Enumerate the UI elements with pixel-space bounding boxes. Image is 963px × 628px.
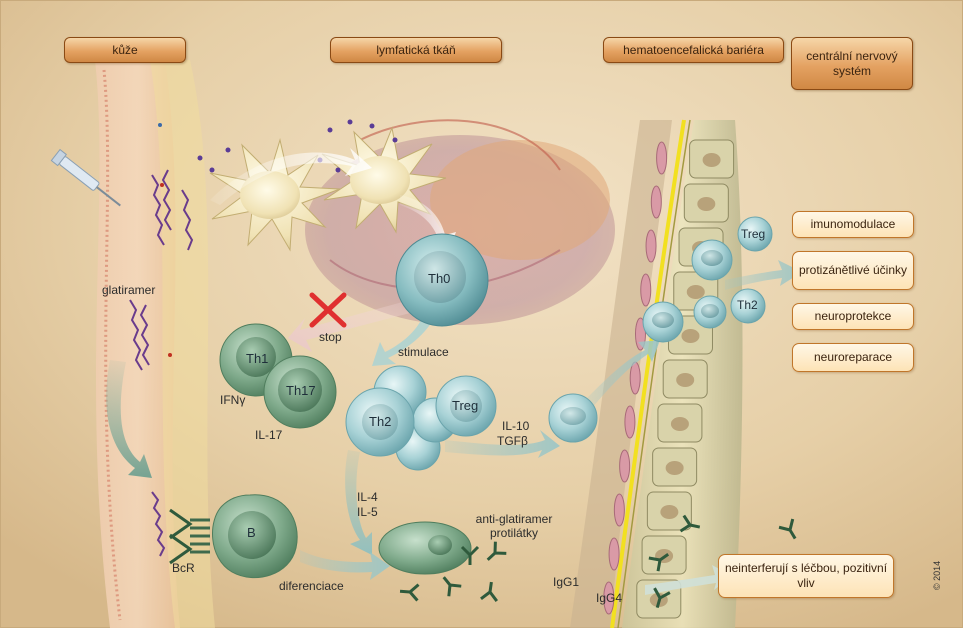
cell-label-th1: Th1	[246, 351, 269, 366]
b-cell	[212, 494, 298, 579]
label-diferenciace: diferenciace	[279, 579, 344, 593]
label-stimulace: stimulace	[398, 345, 449, 359]
th17-cell	[263, 355, 337, 429]
cell-label-treg-cns: Treg	[741, 227, 766, 241]
cell-label-th17: Th17	[286, 383, 316, 398]
antibodies-icon	[399, 514, 797, 609]
label-il10: IL-10	[502, 419, 530, 433]
cell-label-b: B	[247, 525, 256, 540]
label-antibodies: anti-glatiramer protilátky	[475, 512, 553, 540]
th0-cell	[395, 233, 489, 327]
stop-cross-icon	[309, 292, 347, 328]
migrating-t-cell	[548, 393, 598, 443]
cns-t-cells	[642, 216, 773, 343]
header-lymph: lymfatická tkáň	[330, 37, 502, 63]
effect-label: neuroreparace	[813, 350, 893, 364]
effect-label: neuroprotekce	[814, 309, 892, 323]
effect-label: protizánětlivé účinky	[798, 263, 908, 277]
header-cns: centrální nervový systém	[791, 37, 913, 90]
flow-arrows	[106, 148, 802, 595]
header-lymph-label: lymfatická tkáň	[376, 43, 456, 57]
cell-label-treg: Treg	[452, 398, 479, 413]
label-il5: IL-5	[357, 505, 378, 519]
copyright-credit: © 2014	[932, 560, 942, 590]
header-bbb-label: hematoencefalická bariéra	[623, 43, 764, 57]
cell-label-th0: Th0	[428, 271, 451, 286]
label-tgfb: TGFβ	[497, 434, 528, 448]
label-igg4: IgG4	[596, 591, 623, 605]
effect-neuroprotection: neuroprotekce	[792, 303, 914, 330]
label-il17: IL-17	[255, 428, 283, 442]
effect-label: imunomodulace	[810, 217, 896, 231]
header-bbb: hematoencefalická bariéra	[603, 37, 784, 63]
dendritic-cell-1	[209, 138, 341, 252]
label-stop: stop	[319, 330, 342, 344]
header-skin: kůže	[64, 37, 186, 63]
label-glatiramer: glatiramer	[102, 283, 156, 297]
glatiramer-chains-icon	[129, 169, 194, 371]
th2-treg-cluster	[345, 365, 497, 471]
effect-neuroreparation: neuroreparace	[792, 343, 914, 372]
header-cns-label: centrální nervový systém	[806, 48, 898, 78]
bcr-glatiramer-chains-icon	[151, 491, 166, 557]
plasma-cell	[378, 521, 472, 575]
header-skin-label: kůže	[112, 43, 138, 57]
effect-immunomodulation: imunomodulace	[792, 211, 914, 238]
syringe-icon	[50, 148, 121, 207]
label-igg1: IgG1	[553, 575, 580, 589]
outcome-label: neinterferují s léčbou, pozitivní vliv	[724, 561, 888, 590]
effect-anti-inflammatory: protizánětlivé účinky	[792, 251, 914, 290]
bcr-receptors-icon	[169, 508, 210, 565]
cell-label-th2: Th2	[369, 414, 392, 429]
label-ifng: IFNγ	[220, 393, 246, 407]
outcome-box: neinterferují s léčbou, pozitivní vliv	[718, 554, 894, 598]
label-bcr: BcR	[172, 561, 195, 575]
label-il4: IL-4	[357, 490, 378, 504]
cell-label-th2-cns: Th2	[737, 298, 758, 312]
